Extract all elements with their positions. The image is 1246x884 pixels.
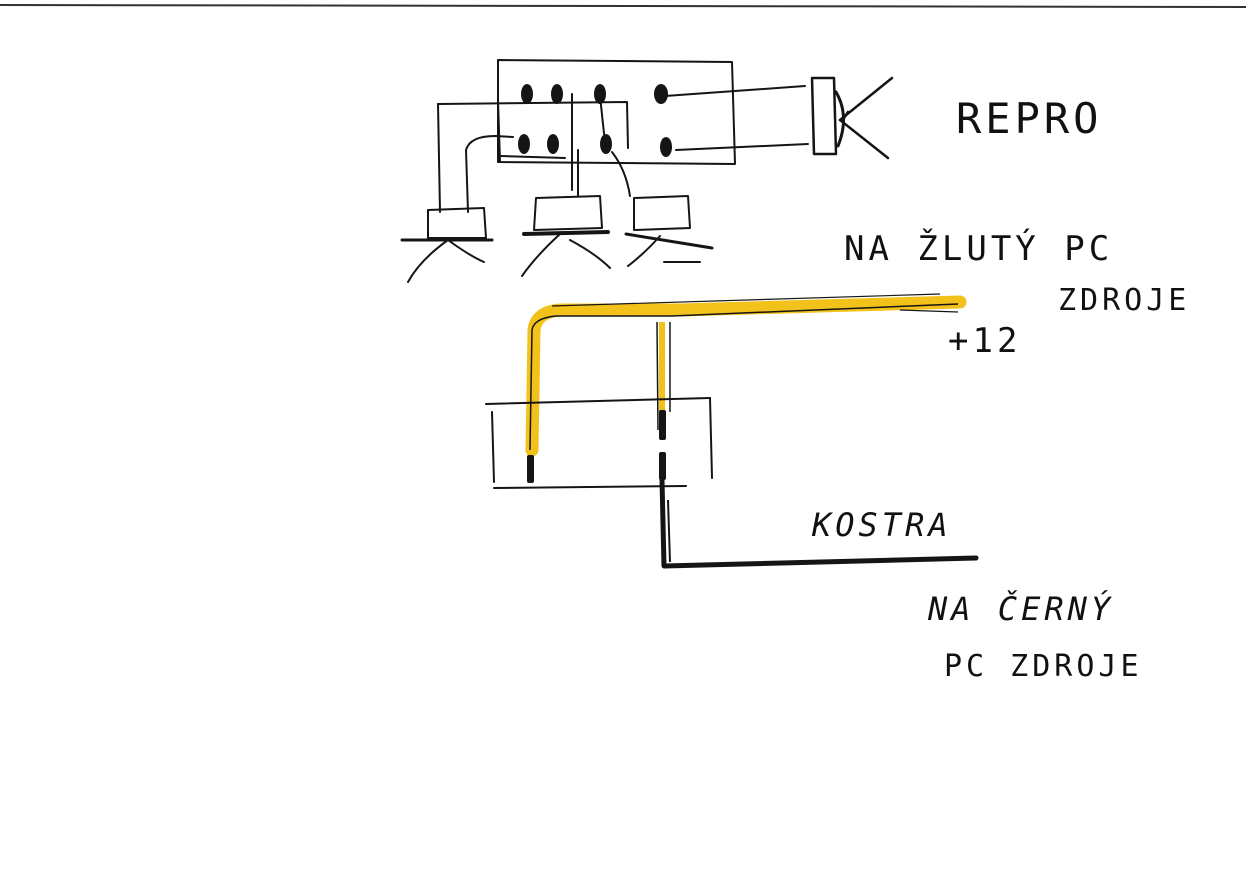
terminal	[654, 84, 668, 104]
switch-terminals	[518, 84, 672, 157]
connector-block	[485, 397, 713, 489]
label-repro: REPRO	[956, 94, 1102, 143]
speaker-symbol	[810, 76, 894, 160]
component-3	[624, 195, 714, 267]
connector-pins	[527, 410, 666, 483]
terminal	[547, 134, 559, 154]
black-wire	[659, 477, 979, 569]
label-kostra: KOSTRA	[811, 506, 952, 544]
label-black-line2: PC ZDROJE	[944, 649, 1143, 684]
label-black-line1: NA ČERNÝ	[927, 589, 1114, 628]
terminal	[521, 84, 533, 104]
paper-top-edge	[0, 4, 1246, 8]
label-yellow-line1: NA ŽLUTÝ PC	[844, 228, 1113, 269]
terminal	[551, 84, 563, 104]
switch-wiring	[437, 85, 809, 213]
terminal	[518, 134, 530, 154]
switch-block	[497, 59, 736, 165]
component-1	[400, 207, 494, 283]
yellow-wire	[525, 293, 967, 457]
terminal	[660, 137, 672, 157]
label-yellow-line2: ZDROJE	[1058, 283, 1190, 318]
component-2	[521, 195, 611, 277]
terminal	[594, 84, 606, 104]
label-plus12: +12	[948, 321, 1021, 361]
